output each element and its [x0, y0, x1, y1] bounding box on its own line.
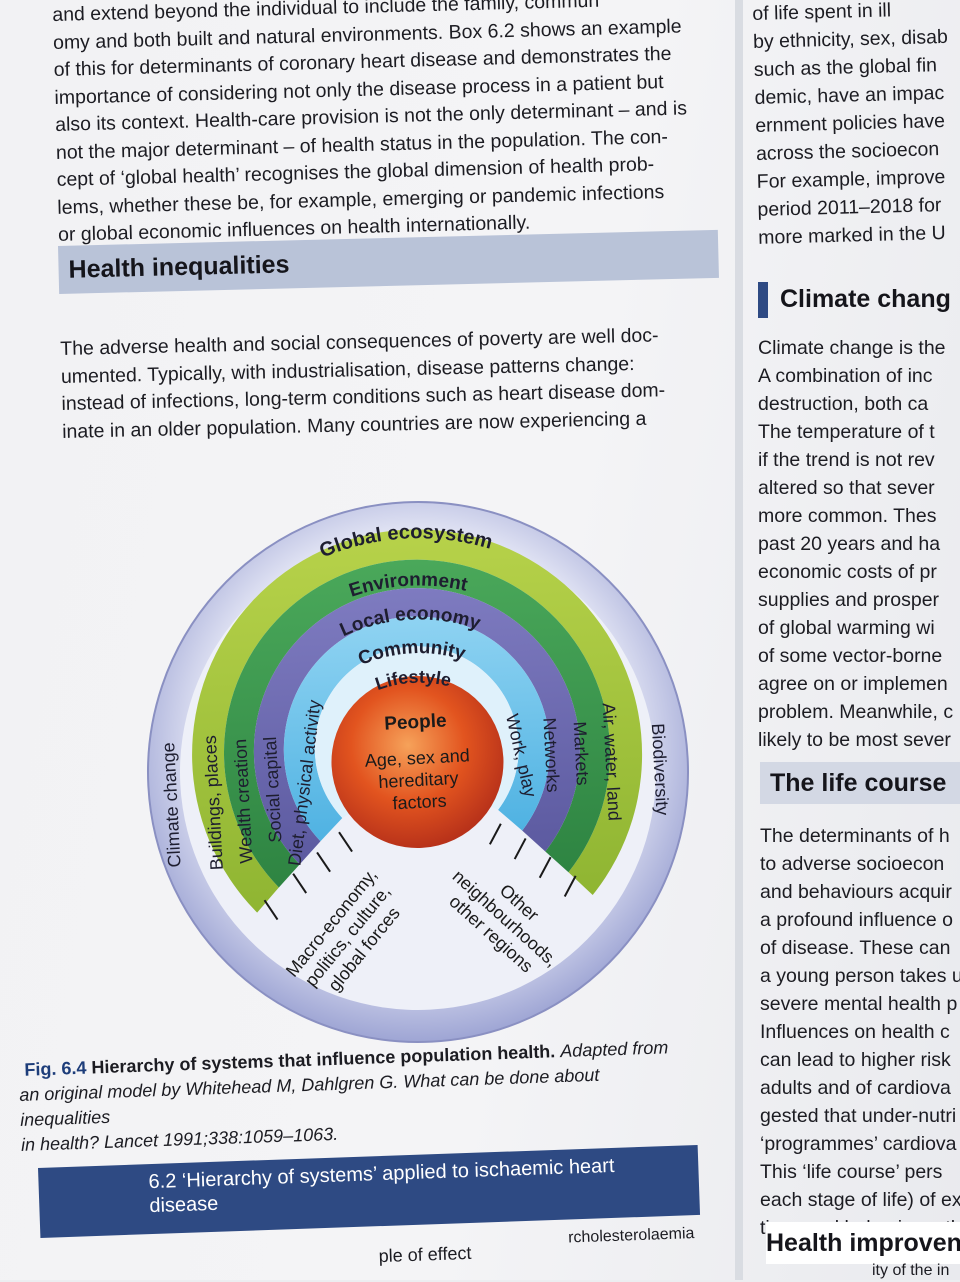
box-number: 6.2 [148, 1170, 177, 1194]
text-line: a profound influence o [760, 909, 953, 931]
figure-number: Fig. 6.4 [24, 1057, 87, 1080]
text-line: can lead to higher risk [760, 1049, 951, 1071]
label-biodiversity: Biodiversity [648, 723, 673, 816]
text-line: agree on or implemen [758, 673, 948, 695]
arrow [563, 875, 577, 897]
text-line: altered so that sever [758, 477, 935, 499]
text-line: more marked in the U [757, 222, 946, 249]
right-paragraph-1: of life spent in ill by ethnicity, sex, … [752, 0, 953, 252]
text-line: The temperature of t [758, 421, 935, 443]
text-line: The determinants of h [760, 825, 950, 847]
text-line: severe mental health p [760, 993, 958, 1015]
arrow [263, 899, 279, 921]
influence-arrows [263, 823, 577, 921]
label-markets: Markets [570, 721, 593, 786]
text-line: supplies and prosper [758, 589, 940, 611]
text-line: destruction, both ca [758, 393, 929, 415]
figure-source-1: Adapted from [559, 1037, 669, 1062]
box-sub-effect: ple of effect [378, 1242, 472, 1267]
hierarchy-diagram: Global ecosystem Environment Local econo… [147, 501, 689, 1043]
box-sub-hyperchol: rcholesterolaemia [567, 1225, 695, 1247]
local-economy-ring [223, 559, 610, 888]
text-line: Climate change is the [758, 337, 946, 359]
people-core [331, 676, 504, 849]
text-line: and behaviours acquir [760, 881, 952, 903]
hierarchy-of-systems-figure: Global ecosystem Environment Local econo… [138, 492, 698, 1052]
section-heading-health-improvement: Health improven [766, 1222, 960, 1264]
text-line: of global warming wi [758, 617, 935, 639]
arrow [513, 837, 527, 860]
text-line: more common. Thes [758, 505, 937, 527]
text-line: to adverse socioecon [760, 853, 945, 875]
text-line: ity of the in [872, 1262, 950, 1279]
text-line: past 20 years and ha [758, 533, 941, 555]
column-gutter [735, 0, 743, 1280]
text-line: A combination of inc [758, 365, 933, 387]
lifestyle-ring [283, 616, 550, 842]
arrow [538, 856, 552, 879]
text-line: Influences on health c [760, 1021, 950, 1043]
heading-marker [758, 282, 768, 319]
arrow [338, 831, 353, 853]
heading-text: Health improven [766, 1229, 960, 1257]
heading-text: The life course [770, 769, 947, 797]
health-inequalities-paragraph: The adverse health and social consequenc… [60, 321, 722, 446]
text-line: if the trend is not rev [758, 449, 935, 471]
arrow [489, 823, 502, 845]
intro-paragraph: and extend beyond the individual to incl… [52, 0, 728, 249]
heading-text: Climate chang [780, 285, 951, 313]
environment-ring [192, 529, 643, 913]
section-heading-life-course: The life course [760, 762, 960, 804]
right-paragraph-3: The determinants of h to adverse socioec… [760, 822, 960, 1242]
section-heading-climate-change: Climate chang [758, 278, 960, 320]
text-line: economic costs of pr [758, 561, 937, 583]
right-paragraph-4: ity of the in [872, 1262, 949, 1280]
text-line: gested that under-nutri [760, 1105, 957, 1127]
figure-caption: Fig. 6.4 Hierarchy of systems that influ… [18, 1035, 681, 1158]
text-line: of disease. These can [760, 937, 951, 959]
text-line: problem. Meanwhile, c [758, 701, 954, 723]
label-hereditary: hereditary [378, 768, 459, 792]
text-line: of some vector-borne [758, 645, 943, 667]
label-people: People [384, 710, 447, 734]
text-line: likely to be most sever [758, 729, 951, 751]
text-line: This ‘life course’ pers [760, 1161, 943, 1183]
label-factors: factors [392, 791, 447, 814]
community-ring [253, 588, 580, 865]
text-line: a young person takes u [760, 965, 960, 987]
text-line: each stage of life) of ex [760, 1189, 960, 1211]
arrow [316, 851, 331, 873]
right-paragraph-2: Climate change is the A combination of i… [758, 334, 953, 754]
text-line: ‘programmes’ cardiova [760, 1133, 957, 1155]
arrow [292, 873, 308, 894]
right-column: of life spent in ill by ethnicity, sex, … [752, 0, 960, 1280]
text-line: adults and of cardiova [760, 1077, 951, 1099]
label-networks: Networks [539, 717, 563, 793]
